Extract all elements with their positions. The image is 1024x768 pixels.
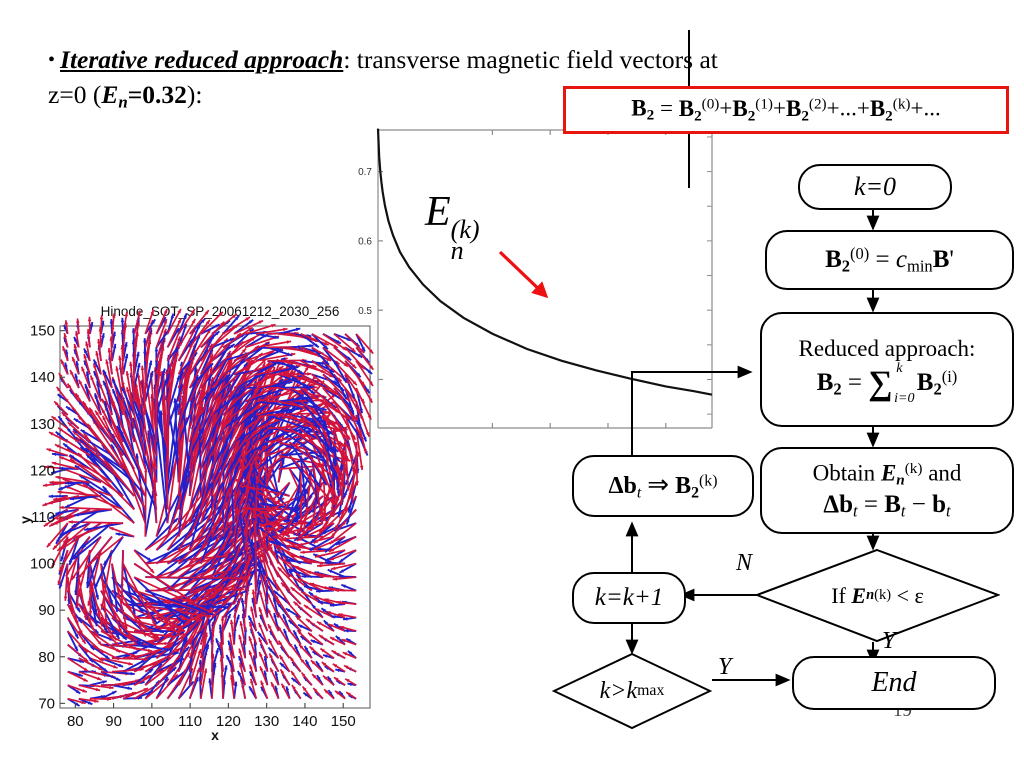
svg-text:150: 150 [30, 323, 55, 340]
chart-series-line [376, 128, 713, 396]
svg-text:100: 100 [139, 713, 164, 730]
eq-plus-1: + [772, 95, 786, 121]
svg-text:120: 120 [30, 462, 55, 479]
flowchart-connectors [625, 205, 880, 687]
title-line-2: z=0 (En=0.32): [48, 77, 968, 114]
eq-lhs-sub: 2 [646, 106, 655, 124]
eq-term-k: B2(k) [869, 95, 911, 124]
eq-plus-3: + [856, 95, 870, 121]
equation-content: B2 = B2(0)+B2(1)+B2(2)+...+B2(k)+... [631, 95, 940, 125]
svg-text:70: 70 [38, 695, 55, 712]
algorithm-flowchart: k=0 B2(0) = cminB' Reduced approach: B2 … [551, 30, 1015, 735]
title-line2-value: =0.32 [127, 80, 187, 110]
svg-text:90: 90 [105, 713, 122, 730]
flow-node-increment-label: k=k+1 [594, 584, 664, 611]
eq-ellipsis-2: ... [923, 95, 941, 121]
flow-node-obtain-line2: Δbt = Bt − bt [823, 491, 951, 521]
vector-field-x-label: x [211, 727, 219, 743]
vector-field-plot: Hinode_SOT_SP_20061212_2030_256 70 80 90 10… [17, 300, 390, 750]
edge-delta-reduced-loop [631, 365, 753, 455]
annot-sup: (k) [450, 214, 480, 244]
eq-term-1: B2(1) [732, 95, 773, 124]
svg-text:0.7: 0.7 [358, 167, 372, 178]
flow-node-start[interactable]: k=0 [798, 164, 952, 210]
title-line2-var: E [101, 80, 119, 110]
annot-base: E [425, 189, 451, 235]
eq-plus-4: + [910, 95, 924, 121]
flow-node-obtain[interactable]: Obtain En(k) and Δbt = Bt − bt [760, 447, 1014, 534]
flow-node-reduced-title: Reduced approach: [798, 335, 976, 361]
svg-text:80: 80 [67, 713, 84, 730]
vector-field-y-label: y [20, 516, 33, 524]
svg-text:140: 140 [30, 369, 55, 386]
svg-text:0.5: 0.5 [358, 306, 372, 317]
flow-node-delta-label: Δbt ⇒ B2(k) [608, 469, 718, 502]
svg-text:110: 110 [178, 713, 202, 730]
eq-plus-2: + [826, 95, 840, 121]
title-line2-var-sub: n [118, 92, 128, 112]
flow-node-obtain-line1: Obtain En(k) and [812, 459, 962, 489]
vector-field-svg: Hinode_SOT_SP_20061212_2030_256 70 80 90 10… [17, 304, 374, 743]
svg-text:100: 100 [30, 556, 55, 573]
svg-text:120: 120 [216, 713, 241, 730]
flow-node-init-label: B2(0) = cminB' [825, 243, 954, 276]
flow-node-end[interactable]: End [792, 656, 996, 710]
svg-text:130: 130 [30, 416, 55, 433]
vector-field-title: Hinode_SOT_SP_20061212_2030_256 [101, 304, 340, 319]
eq-ellipsis-1: ... [839, 95, 857, 121]
flow-node-reduced-formula: B2 = ∑ k i=0 B2(i) [816, 361, 958, 406]
bullet-glyph: • [48, 49, 56, 71]
flow-node-reduced[interactable]: Reduced approach: B2 = ∑ k i=0 B2(i) [760, 312, 1014, 427]
vector-field-y-ticks: 70 80 90 100 110 120 130 140 150 [30, 323, 65, 712]
summation-icon: ∑ [868, 365, 893, 403]
series-expansion-equation-box: B2 = B2(0)+B2(1)+B2(2)+...+B2(k)+... [563, 86, 1009, 134]
vector-field-arrows [42, 308, 374, 707]
flow-node-start-label: k=0 [853, 172, 897, 202]
flow-node-kmax-shape [551, 652, 713, 730]
eq-term-0: B2(0) [678, 95, 720, 124]
annot-sub: n [450, 235, 464, 265]
eq-plus-0: + [719, 95, 733, 121]
flow-node-init[interactable]: B2(0) = cminB' [765, 230, 1014, 290]
flow-node-delta[interactable]: Δbt ⇒ B2(k) [572, 455, 754, 517]
svg-text:0.6: 0.6 [358, 236, 372, 247]
svg-text:90: 90 [38, 602, 55, 619]
chart-annotation-label: E n (k) [425, 188, 480, 265]
svg-text:150: 150 [331, 713, 356, 730]
title-emphasis: Iterative reduced approach [60, 45, 344, 74]
double-arrow-icon: ⇒ [647, 469, 670, 499]
title-line2-post: ): [186, 80, 203, 110]
svg-text:140: 140 [292, 713, 317, 730]
vector-field-x-ticks: 80 90 100 110 120 130 140 150 [67, 703, 356, 730]
eq-equals: = [659, 95, 673, 121]
edge-label-yes-test: Y [882, 628, 896, 654]
slide-title: •Iterative reduced approach: transverse … [48, 42, 968, 114]
title-line-1: •Iterative reduced approach: transverse … [48, 42, 968, 77]
title-rest: : transverse magnetic field vectors at [343, 45, 718, 74]
flow-node-end-label: End [871, 667, 917, 699]
edge-label-yes-kmax: Y [718, 654, 732, 680]
eq-term-2: B2(2) [785, 95, 827, 124]
edge-label-no: N [736, 550, 753, 576]
eq-lhs: B [631, 95, 647, 121]
title-line2-pre: z=0 ( [48, 80, 102, 110]
svg-text:80: 80 [38, 649, 55, 666]
flow-node-test-shape [754, 548, 1001, 643]
flow-node-increment[interactable]: k=k+1 [572, 572, 686, 624]
svg-text:110: 110 [31, 509, 55, 526]
svg-text:130: 130 [254, 713, 279, 730]
